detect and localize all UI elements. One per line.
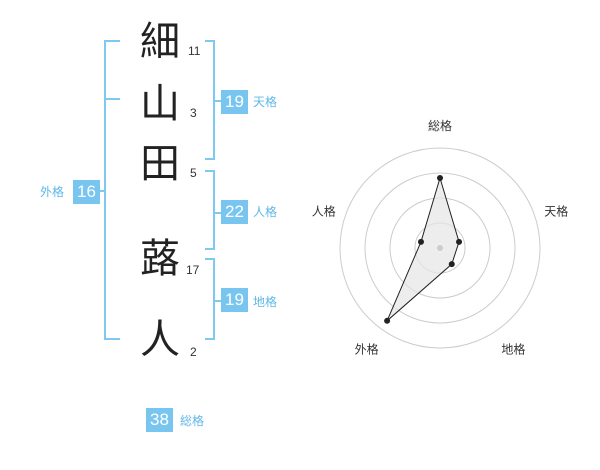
tenkaku-badge: 19 <box>221 90 248 114</box>
stroke-count-4: 17 <box>186 263 200 277</box>
gaikaku-bracket-tick <box>99 190 106 192</box>
soukaku-badge: 38 <box>146 408 173 432</box>
radar-point-天格 <box>456 238 463 245</box>
chikaku-bracket-vertical <box>213 258 215 340</box>
radar-axis-label-2: 天格 <box>544 204 568 219</box>
chikaku-bracket-bottom <box>205 338 215 340</box>
radar-axis-label-1: 総格 <box>428 118 452 133</box>
radar-axis-label-3: 地格 <box>501 341 525 356</box>
soukaku-label: 総格 <box>180 414 205 428</box>
stroke-count-2: 3 <box>190 106 197 120</box>
name-char-2: 山 <box>140 81 180 127</box>
radar-point-地格 <box>448 261 455 268</box>
chikaku-label: 地格 <box>253 295 278 309</box>
jinkaku-bracket-tick <box>213 212 221 214</box>
jinkaku-label: 人格 <box>253 205 278 219</box>
gaikaku-label: 外格 <box>40 185 65 199</box>
tenkaku-bracket-bottom <box>205 158 215 160</box>
gaikaku-bracket-mid <box>104 98 120 100</box>
jinkaku-bracket-bottom <box>205 248 215 250</box>
tenkaku-bracket-top <box>205 40 215 42</box>
name-char-3: 田 <box>140 141 180 187</box>
tenkaku-label: 天格 <box>253 95 278 109</box>
radar-ring-4 <box>339 147 541 349</box>
radar-point-人格 <box>417 238 424 245</box>
radar-center <box>437 245 443 251</box>
radar-axis-label-4: 外格 <box>355 341 379 356</box>
stroke-count-1: 11 <box>188 44 201 58</box>
name-char-4: 蕗 <box>140 236 180 282</box>
radar-ring-3 <box>364 172 516 324</box>
chikaku-bracket-tick <box>213 300 221 302</box>
name-char-5: 人 <box>140 317 180 363</box>
name-char-1: 細 <box>140 19 180 65</box>
radar-point-外格 <box>384 317 391 324</box>
stroke-count-5: 2 <box>190 345 197 359</box>
radar-axis-label-5: 人格 <box>312 204 336 219</box>
gaikaku-bracket-top <box>104 40 120 42</box>
tenkaku-bracket-tick <box>213 100 221 102</box>
radar-point-総格 <box>437 175 443 181</box>
jinkaku-badge: 22 <box>221 200 248 224</box>
jinkaku-bracket-top <box>205 170 215 172</box>
jinkaku-bracket-vertical <box>213 170 215 250</box>
gaikaku-bracket-bottom <box>104 338 120 340</box>
chikaku-bracket-top <box>205 258 215 260</box>
chikaku-badge: 19 <box>221 288 248 312</box>
stroke-count-3: 5 <box>190 166 197 180</box>
radar-polygon <box>386 176 460 322</box>
gaikaku-badge: 16 <box>73 180 100 204</box>
